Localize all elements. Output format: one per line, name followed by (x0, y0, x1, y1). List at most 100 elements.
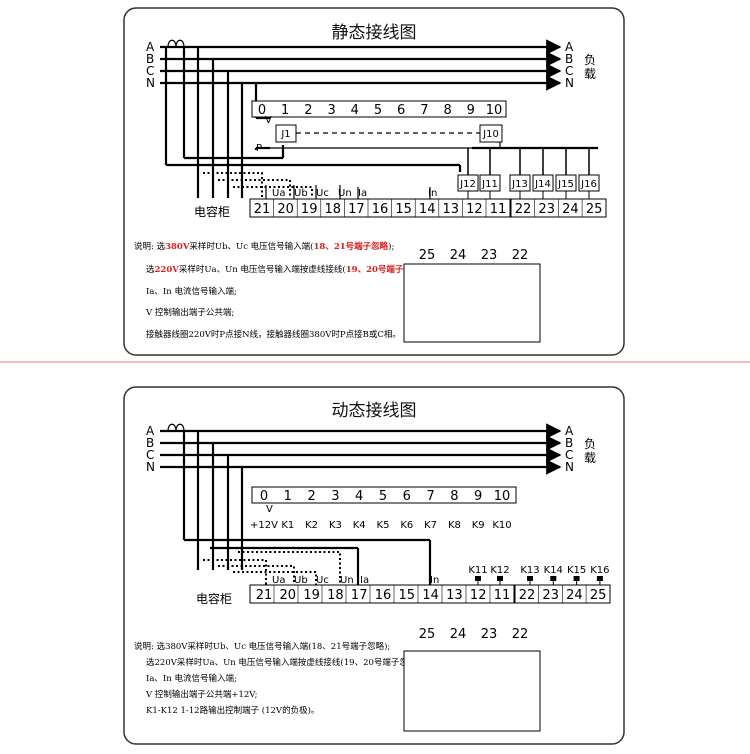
dyn-load-label: 负载 (584, 437, 596, 465)
static-bottom-terminal-14: 14 (419, 202, 436, 217)
phase-label-a: A (146, 40, 155, 54)
dyn-note-1: 说明: 选380V采样时Ub、Uc 电压信号输入端(18、21号端子忽略); (134, 641, 390, 652)
dyn-output-12v: +12V (250, 520, 278, 531)
static-top-terminal-2: 2 (304, 103, 312, 118)
dyn-aux-terminal-25: 25 (419, 627, 436, 642)
static-relays: J1 J10 V P (256, 115, 503, 154)
dyn-top-terminal-4: 4 (355, 489, 363, 504)
static-top-terminal-9: 9 (467, 103, 475, 118)
dyn-phase-label-n-right: N (565, 460, 574, 474)
relay-j16-label: J16 (580, 179, 597, 190)
static-top-terminal-10: 10 (486, 103, 503, 118)
dyn-bottom-terminal-r-23: 23 (542, 588, 559, 603)
current-transformer-icon (167, 39, 185, 48)
static-top-terminal-6: 6 (397, 103, 405, 118)
static-panel-title: 静态接线图 (332, 23, 417, 43)
static-note-5: 接触器线圈220V时P点接N线，接触器线圈380V时P点接B或C相。 (146, 329, 401, 340)
dyn-output-k4: K4 (353, 520, 366, 531)
dyn-output-k6: K6 (400, 520, 413, 531)
static-input-label-uc: Uc (316, 188, 329, 199)
cabinet-label: 电容柜 (194, 204, 230, 219)
static-input-label-un: Un (338, 188, 352, 199)
phase-label-c: C (146, 64, 154, 78)
dynamic-dotted-wiring (203, 551, 341, 585)
static-note-2: 选220V采样时Ua、Un 电压信号输入端按虚线接线(19、20号端子忽略); (146, 264, 427, 275)
phase-label-n-right: N (565, 76, 574, 90)
static-top-terminal-4: 4 (351, 103, 359, 118)
phase-label-a-right: A (565, 40, 574, 54)
static-note-3: Ia、In 电流信号输入端; (146, 286, 237, 297)
static-note-1: 说明: 选380V采样时Ub、Uc 电压信号输入端(18、21号端子忽略); (134, 241, 394, 252)
static-bottom-terminal-19: 19 (301, 202, 318, 217)
dyn-bottom-terminal-19: 19 (303, 588, 320, 603)
static-input-label-in: In (428, 188, 437, 199)
static-aux-terminal-25: 25 (419, 248, 436, 263)
dyn-top-terminal-5: 5 (379, 489, 387, 504)
dyn-bottom-terminal-11: 11 (494, 588, 511, 603)
dynamic-notes: 说明: 选380V采样时Ub、Uc 电压信号输入端(18、21号端子忽略); 选… (134, 641, 423, 716)
dyn-bottom-terminal-14: 14 (422, 588, 439, 603)
dyn-output-k16: K16 (590, 565, 609, 576)
dyn-input-label-ub: Ub (294, 575, 308, 586)
static-input-label-ub: Ub (294, 188, 308, 199)
dyn-input-label-ia: Ia (360, 575, 369, 586)
dyn-top-terminal-7: 7 (426, 489, 434, 504)
relay-j14-label: J14 (534, 179, 551, 190)
dyn-bottom-terminal-18: 18 (327, 588, 344, 603)
dyn-phase-label-a-right: A (565, 424, 574, 438)
dyn-phase-label-b-right: B (565, 436, 573, 450)
relay-j11-label: J11 (481, 179, 498, 190)
dyn-bottom-terminal-15: 15 (399, 588, 416, 603)
static-dotted-wiring (203, 172, 313, 198)
dyn-phase-label-c-right: C (565, 448, 573, 462)
dyn-top-terminal-2: 2 (307, 489, 315, 504)
dyn-output-k2: K2 (305, 520, 318, 531)
static-top-terminal-7: 7 (420, 103, 428, 118)
dyn-bottom-terminal-21: 21 (256, 588, 273, 603)
dyn-top-terminal-6: 6 (403, 489, 411, 504)
dyn-top-terminal-1: 1 (284, 489, 292, 504)
static-bottom-terminal-12: 12 (466, 202, 483, 217)
dynamic-panel-title: 动态接线图 (332, 401, 417, 421)
dyn-output-k12: K12 (490, 565, 509, 576)
load-label-line2: 载 (584, 67, 596, 81)
dyn-phase-label-b: B (146, 436, 154, 450)
static-bottom-terminal-17: 17 (348, 202, 365, 217)
dyn-current-transformer-icon (167, 423, 185, 432)
relay-j12-label: J12 (459, 179, 476, 190)
dyn-input-label-in: In (430, 575, 439, 586)
dyn-aux-terminal-22: 22 (512, 627, 529, 642)
dyn-output-k7: K7 (424, 520, 437, 531)
phase-label-b: B (146, 52, 154, 66)
dyn-bottom-terminal-13: 13 (446, 588, 463, 603)
dyn-v-label: V (266, 504, 273, 515)
dyn-output-k3: K3 (329, 520, 342, 531)
dyn-input-label-uc: Uc (316, 575, 329, 586)
dyn-input-label-un: Un (340, 575, 354, 586)
static-panel: 静态接线图 A B C N A B C N 负载 (123, 7, 625, 356)
dyn-top-terminal-3: 3 (331, 489, 339, 504)
dynamic-phase-bus: A B C N A B C N 负载 (146, 423, 596, 475)
phase-label-n: N (146, 76, 155, 90)
static-bottom-terminal-15: 15 (395, 202, 412, 217)
static-aux-terminal-22: 22 (512, 248, 529, 263)
load-label-line1: 负 (584, 53, 596, 67)
static-top-terminal-3: 3 (327, 103, 335, 118)
static-bottom-terminal-21: 21 (254, 202, 271, 217)
static-bottom-terminal-13: 13 (443, 202, 460, 217)
dyn-output-k10: K10 (492, 520, 511, 531)
dyn-bottom-terminal-r-24: 24 (566, 588, 583, 603)
dyn-note-4: V 控制输出端子公共端+12V; (145, 689, 257, 700)
static-bottom-terminal-16: 16 (372, 202, 389, 217)
dyn-top-terminal-9: 9 (474, 489, 482, 504)
static-phase-bus: A B C N A B C N 负载 (146, 39, 596, 91)
dynamic-panel: 动态接线图 A B C N A B C N 负载 (123, 386, 625, 745)
